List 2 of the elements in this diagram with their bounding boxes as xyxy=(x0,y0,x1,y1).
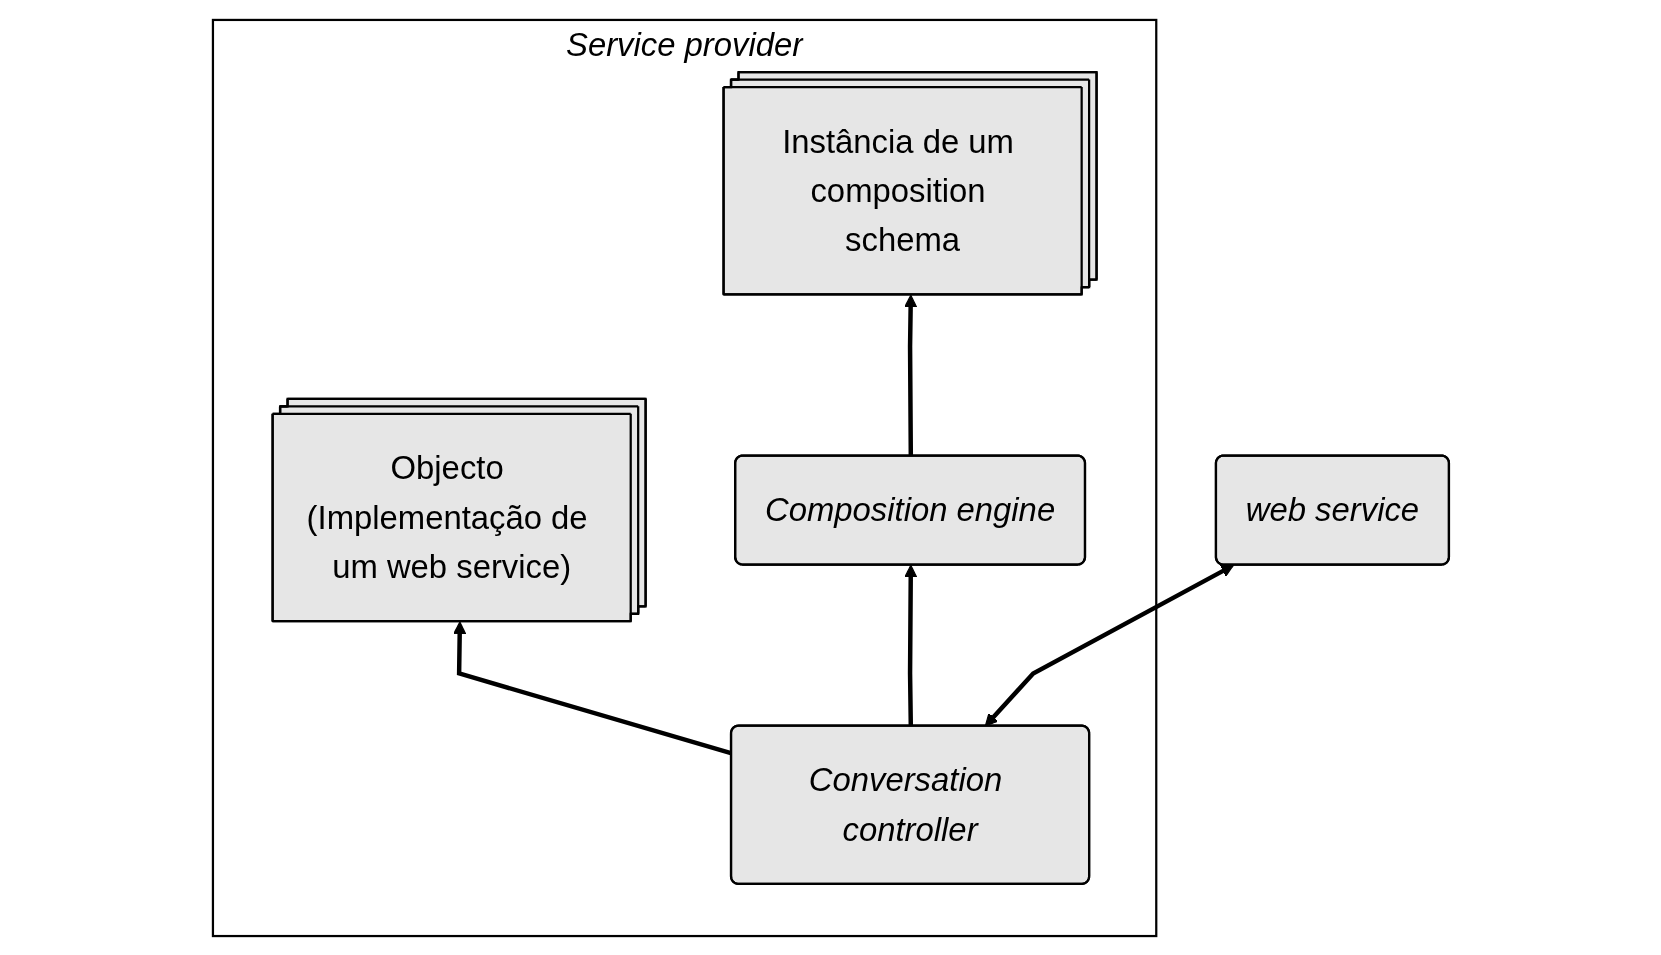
arrow xyxy=(903,294,917,456)
arrow xyxy=(903,564,917,726)
